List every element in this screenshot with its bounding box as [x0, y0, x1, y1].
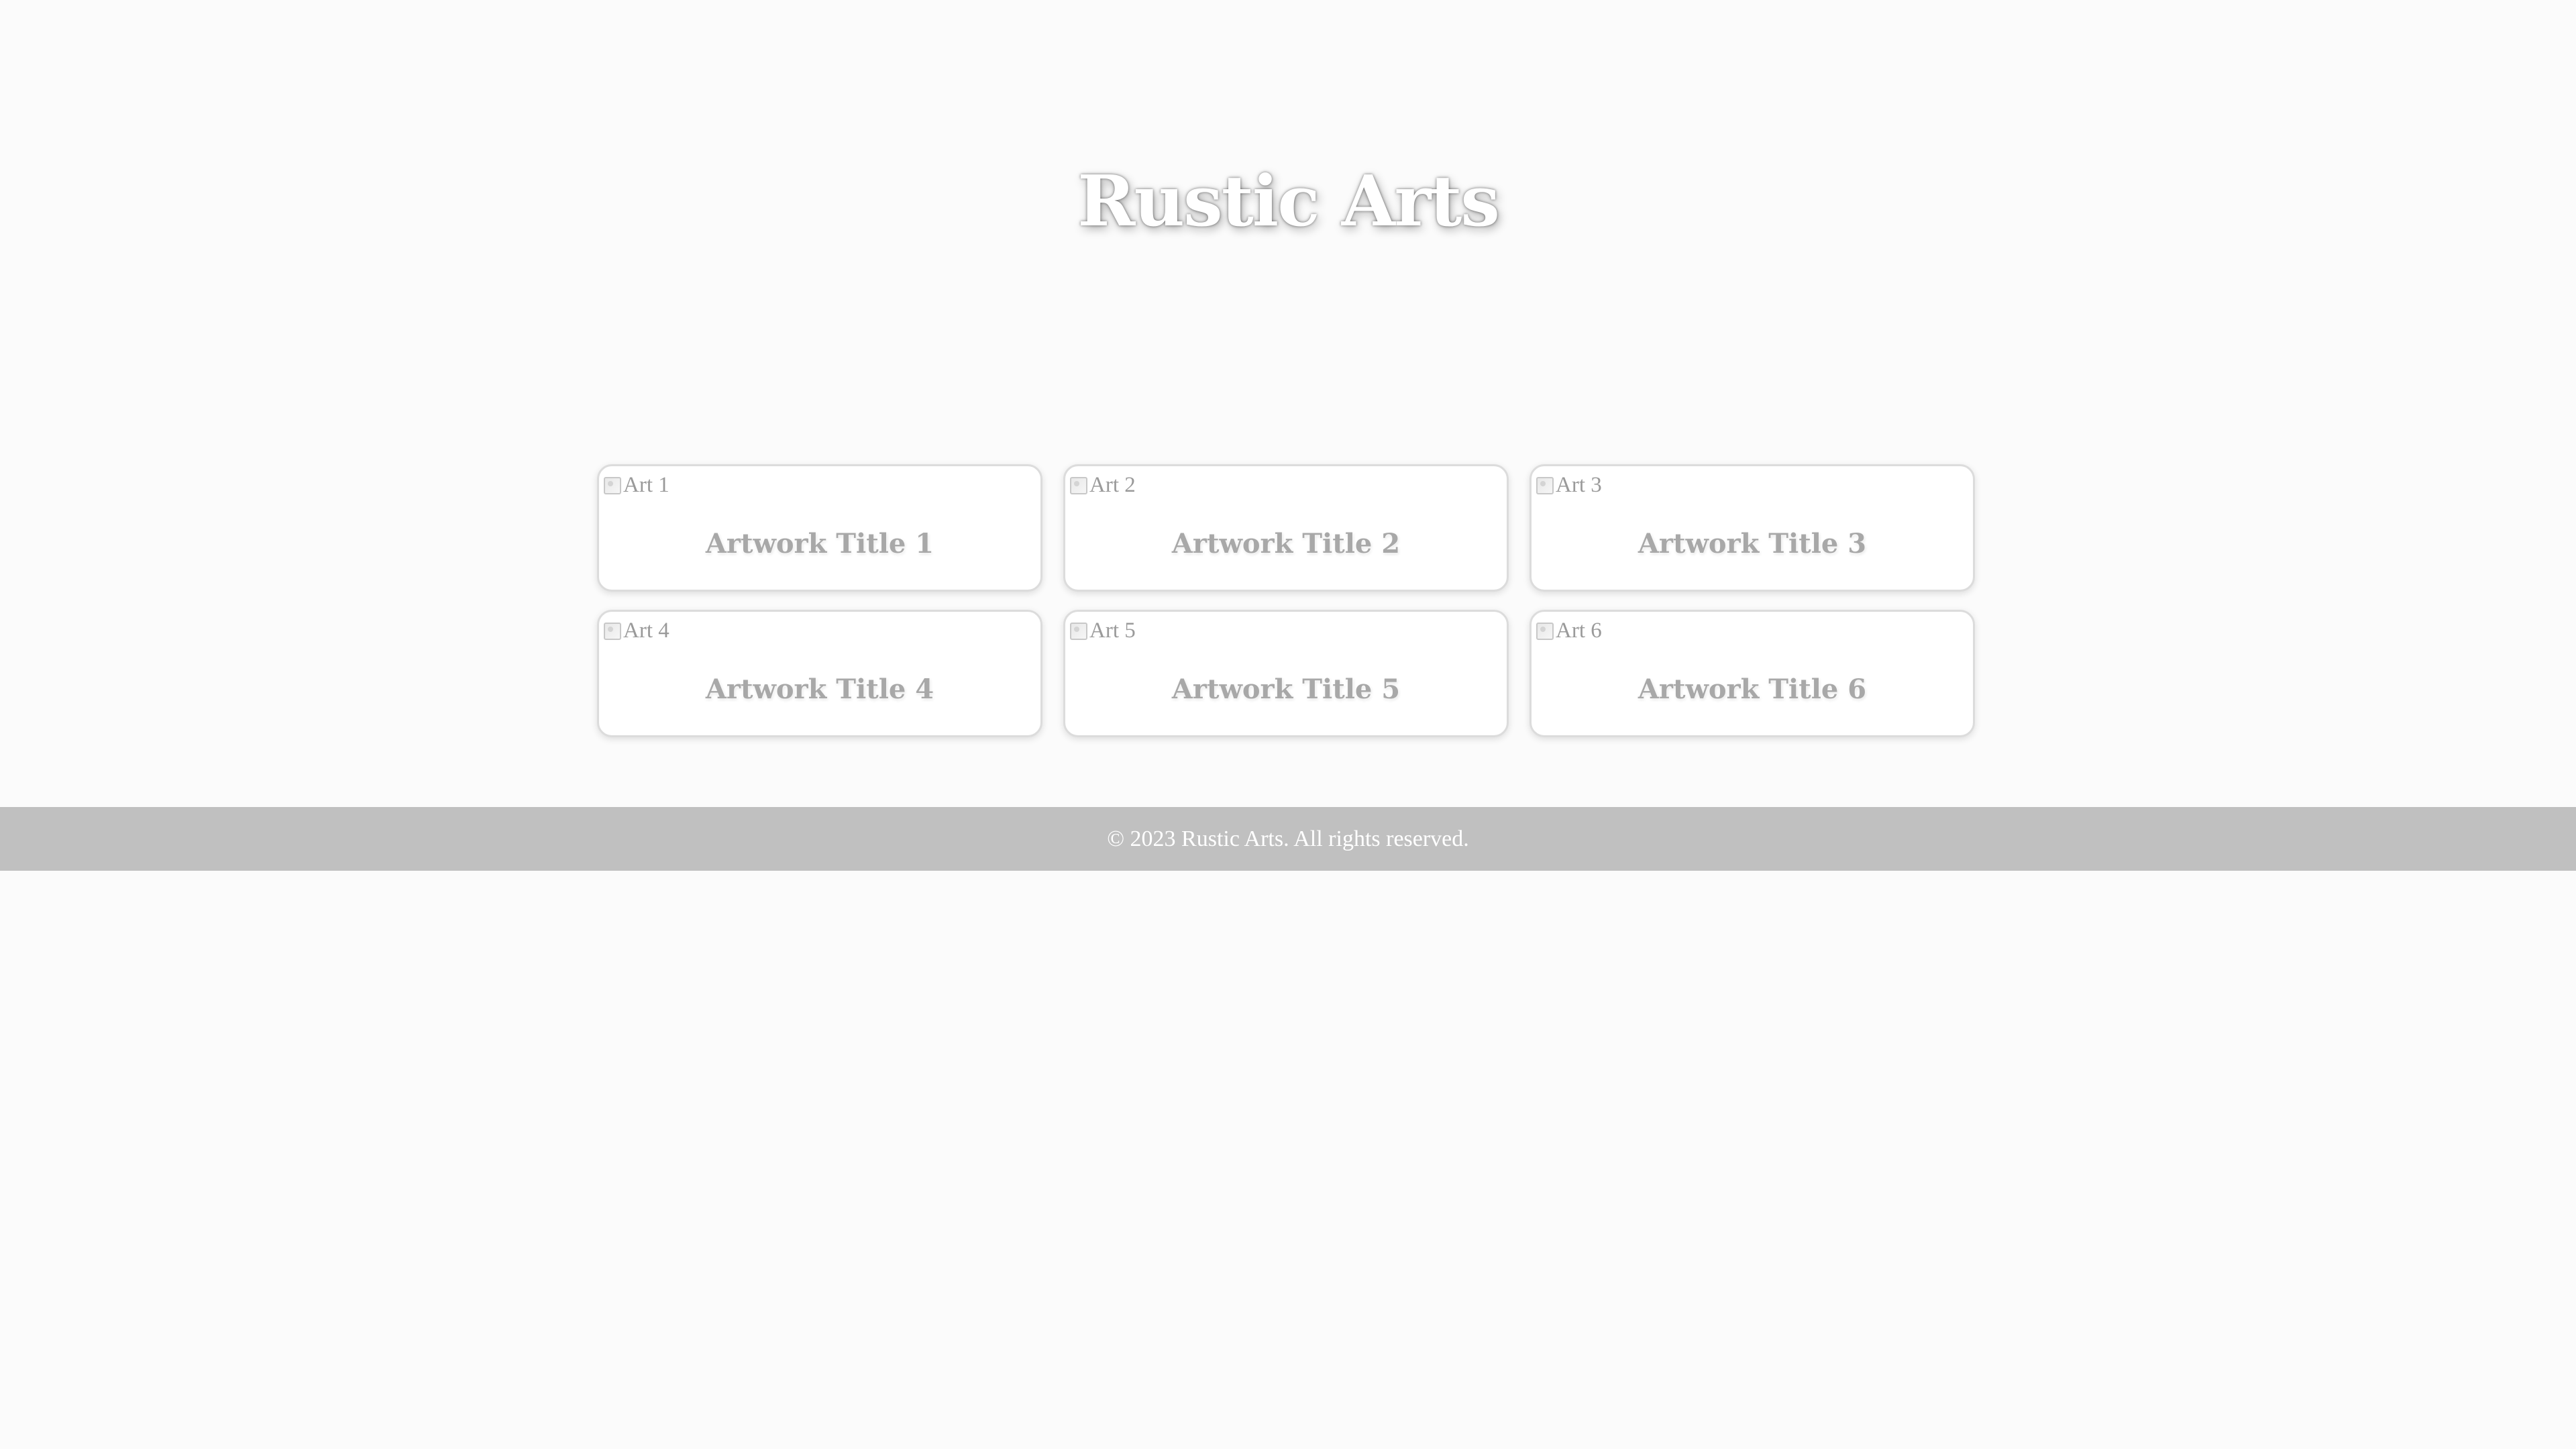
artwork-card-6[interactable]: Art 6 Artwork Title 6: [1529, 610, 1975, 737]
artwork-image-alt: Art 4: [623, 618, 669, 643]
artwork-title: Artwork Title 1: [705, 528, 934, 559]
artwork-card-1[interactable]: Art 1 Artwork Title 1: [597, 464, 1042, 592]
artwork-image-alt: Art 2: [1089, 472, 1136, 497]
broken-image-icon: [1534, 475, 1554, 495]
artwork-title: Artwork Title 5: [1171, 674, 1401, 705]
artwork-card-3[interactable]: Art 3 Artwork Title 3: [1529, 464, 1975, 592]
artwork-image-alt: Art 1: [623, 472, 669, 497]
artwork-image-6[interactable]: Art 6: [1534, 616, 1602, 645]
broken-image-icon: [1534, 621, 1554, 641]
artwork-image-alt: Art 3: [1556, 472, 1602, 497]
artwork-card-5[interactable]: Art 5 Artwork Title 5: [1063, 610, 1509, 737]
artwork-image-alt: Art 6: [1556, 618, 1602, 643]
site-title: Rustic Arts: [1077, 160, 1500, 242]
artwork-image-alt: Art 5: [1089, 618, 1136, 643]
broken-image-icon: [602, 475, 622, 495]
artwork-title: Artwork Title 4: [705, 674, 934, 705]
artwork-gallery: Art 1 Artwork Title 1 Art 2 Artwork Titl…: [597, 464, 1975, 737]
broken-image-icon: [1068, 475, 1088, 495]
artwork-image-3[interactable]: Art 3: [1534, 470, 1602, 500]
copyright-text: © 2023 Rustic Arts. All rights reserved.: [1107, 826, 1469, 851]
artwork-image-2[interactable]: Art 2: [1068, 470, 1136, 500]
artwork-card-4[interactable]: Art 4 Artwork Title 4: [597, 610, 1042, 737]
broken-image-icon: [602, 621, 622, 641]
artwork-image-4[interactable]: Art 4: [602, 616, 669, 645]
artwork-title: Artwork Title 3: [1638, 528, 1867, 559]
artwork-card-2[interactable]: Art 2 Artwork Title 2: [1063, 464, 1509, 592]
artwork-image-1[interactable]: Art 1: [602, 470, 669, 500]
site-footer: © 2023 Rustic Arts. All rights reserved.: [0, 807, 2576, 871]
artwork-title: Artwork Title 2: [1171, 528, 1401, 559]
artwork-image-5[interactable]: Art 5: [1068, 616, 1136, 645]
artwork-title: Artwork Title 6: [1638, 674, 1867, 705]
broken-image-icon: [1068, 621, 1088, 641]
